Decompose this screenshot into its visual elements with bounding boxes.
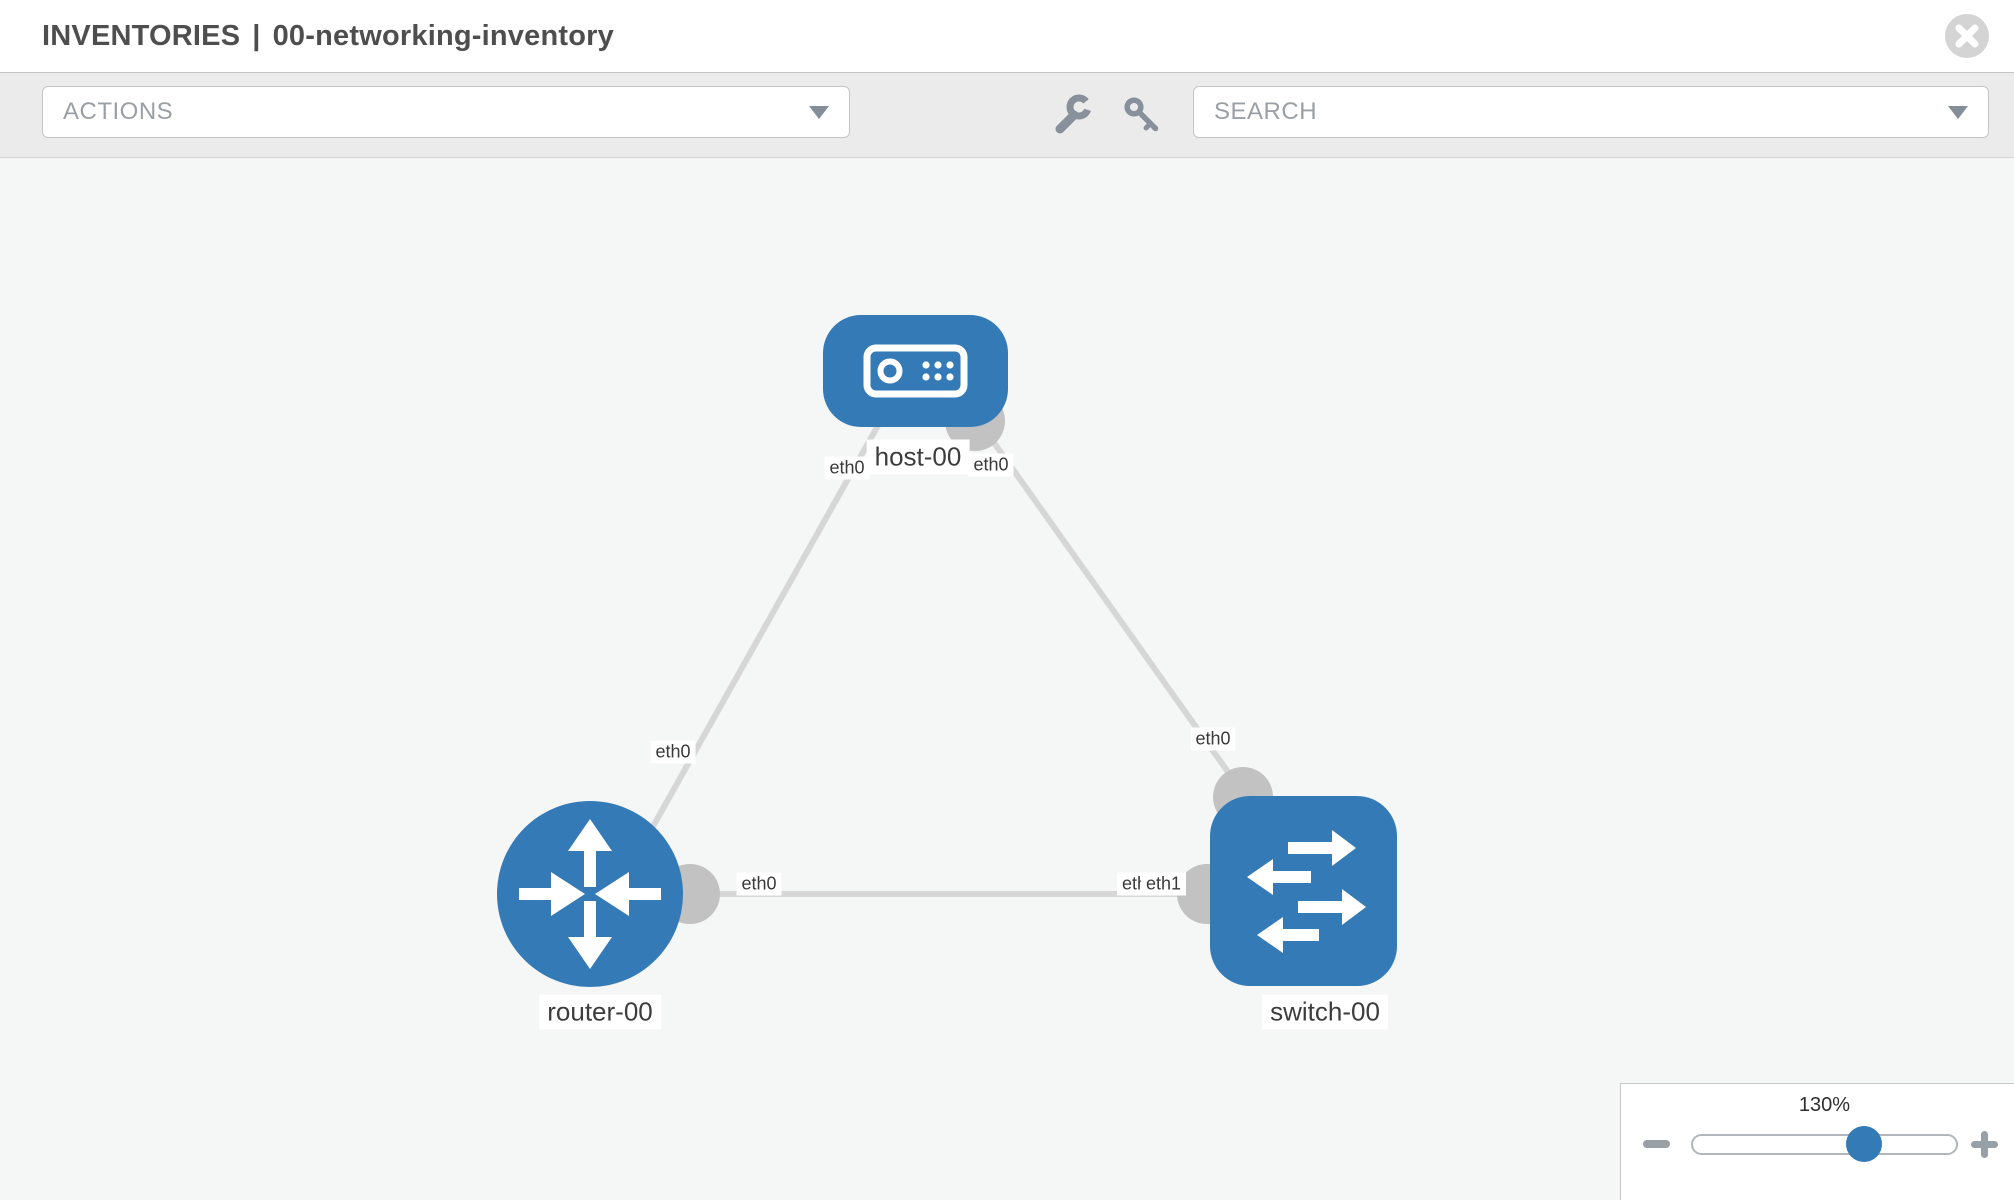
inventory-name: 00-networking-inventory bbox=[272, 19, 614, 52]
iface-label-switch-eth0-top: eth0 bbox=[1190, 727, 1236, 751]
key-icon bbox=[1124, 96, 1159, 131]
search-dropdown-label: SEARCH bbox=[1214, 98, 1318, 125]
server-icon bbox=[863, 344, 968, 398]
wrench-icon bbox=[1055, 94, 1094, 133]
zoom-slider[interactable] bbox=[1691, 1126, 1958, 1162]
zoom-slider-thumb[interactable] bbox=[1846, 1126, 1882, 1162]
node-label-switch-00: switch-00 bbox=[1262, 994, 1388, 1030]
node-host-00[interactable] bbox=[823, 315, 1008, 427]
iface-label-router-eth0-right: eth0 bbox=[736, 872, 782, 896]
topology-canvas[interactable]: host-00 router-00 switch-00 eth0 eth0 et… bbox=[0, 158, 2014, 1200]
breadcrumb-inventories: INVENTORIES bbox=[42, 19, 241, 52]
plus-icon bbox=[1971, 1131, 1998, 1158]
zoom-out-button[interactable] bbox=[1643, 1140, 1670, 1148]
node-label-host-00: host-00 bbox=[866, 439, 970, 475]
node-router-00[interactable] bbox=[497, 801, 683, 987]
node-switch-00[interactable] bbox=[1210, 796, 1397, 986]
toolbar: ACTIONS SEARCH bbox=[0, 72, 2014, 158]
actions-dropdown[interactable]: ACTIONS bbox=[42, 86, 850, 138]
node-label-router-00: router-00 bbox=[539, 994, 661, 1030]
title-separator: | bbox=[252, 19, 261, 52]
close-icon bbox=[1945, 14, 1989, 58]
switch-arrows-icon bbox=[1247, 830, 1366, 953]
router-arrows-icon bbox=[519, 819, 661, 969]
actions-dropdown-label: ACTIONS bbox=[63, 98, 174, 125]
configure-button[interactable] bbox=[1048, 92, 1096, 140]
zoom-level: 130% bbox=[1798, 1094, 1851, 1116]
link-host-router bbox=[607, 411, 888, 905]
header: INVENTORIES | 00-networking-inventory bbox=[0, 0, 2014, 72]
close-button[interactable] bbox=[1944, 13, 1990, 59]
zoom-in-button[interactable] bbox=[1971, 1131, 1998, 1158]
iface-label-host-eth0-right: eth0 bbox=[968, 453, 1014, 477]
search-dropdown[interactable]: SEARCH bbox=[1193, 86, 1989, 138]
page-title: INVENTORIES | 00-networking-inventory bbox=[42, 0, 614, 72]
iface-label-router-eth0-top: eth0 bbox=[650, 740, 696, 764]
credentials-button[interactable] bbox=[1118, 92, 1166, 140]
chevron-down-icon bbox=[809, 105, 829, 119]
iface-label-host-eth0-left: eth0 bbox=[824, 456, 870, 480]
zoom-panel: 130% bbox=[1620, 1083, 2014, 1200]
chevron-down-icon bbox=[1948, 105, 1968, 119]
iface-label-switch-eth1-left: eth1 bbox=[1141, 872, 1187, 896]
